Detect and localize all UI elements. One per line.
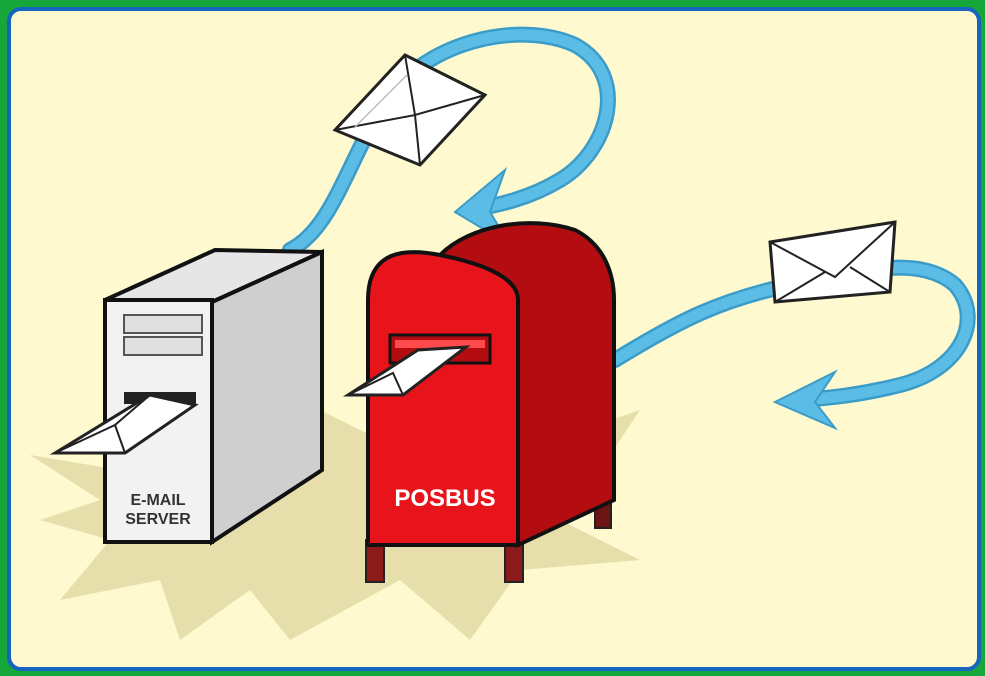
mailbox-icon: POSBUS (366, 221, 616, 549)
envelope-icon (768, 220, 897, 304)
drive-bay (123, 314, 203, 334)
mailbox-label: POSBUS (394, 485, 495, 512)
drive-bay (123, 336, 203, 356)
envelope-icon (332, 53, 488, 167)
server-label-line1: E-MAIL (130, 492, 185, 509)
envelope-icon (342, 345, 471, 397)
curved-arrow-icon (607, 259, 976, 431)
envelope-icon (49, 393, 199, 455)
server-label-line2: SERVER (125, 511, 191, 528)
curved-arrow-icon (282, 26, 616, 258)
